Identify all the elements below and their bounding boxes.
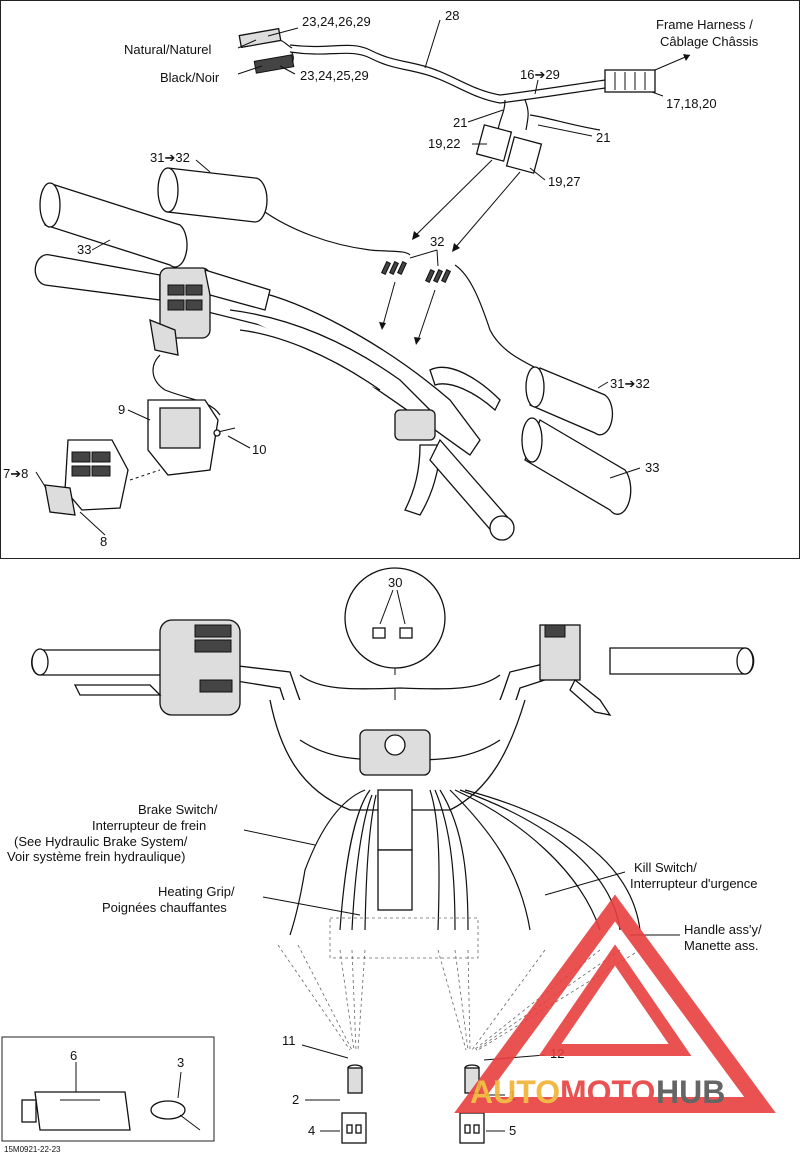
callout-33-right: 33 <box>645 460 659 475</box>
terminal-housing-2 <box>347 1064 363 1094</box>
callout-21-right: 21 <box>596 130 610 145</box>
grip-33-left <box>39 182 188 268</box>
connector-19-27 <box>505 136 543 174</box>
callout-9: 9 <box>118 402 125 417</box>
callout-8: 8 <box>100 534 107 549</box>
terminals-32-left <box>380 261 408 275</box>
connector-5 <box>459 1112 485 1144</box>
label-handle-2: Manette ass. <box>684 938 758 953</box>
callout-19-22: 19,22 <box>428 136 461 151</box>
callout-31-32-left: 31➔32 <box>150 150 190 165</box>
label-brake-1: Brake Switch/ <box>138 802 218 817</box>
callout-1: 1 <box>509 1088 516 1103</box>
callout-31-32-right: 31➔32 <box>610 376 650 391</box>
callout-3: 3 <box>177 1055 184 1070</box>
label-brake-3: (See Hydraulic Brake System/ <box>14 834 188 849</box>
harness-28 <box>289 44 606 96</box>
watermark-logo: AUTO MOTO HUB <box>454 894 776 1113</box>
label-kill-2: Interrupteur d'urgence <box>630 876 758 891</box>
callout-16-29: 16➔29 <box>520 67 560 82</box>
grip-33-right <box>521 417 632 515</box>
switch-housing-9 <box>147 399 219 476</box>
callout-21-left: 21 <box>453 115 467 130</box>
label-heat-2: Poignées chauffantes <box>102 900 227 915</box>
terminals-32-right <box>424 269 452 283</box>
callout-32: 32 <box>430 234 444 249</box>
label-frame-harness-1: Frame Harness / <box>656 17 753 32</box>
label-handle-1: Handle ass'y/ <box>684 922 762 937</box>
switch-housing-7-8 <box>44 439 129 516</box>
callout-5: 5 <box>509 1123 516 1138</box>
callout-28: 28 <box>445 8 459 23</box>
callout-4: 4 <box>308 1123 315 1138</box>
label-brake-2: Interrupteur de frein <box>92 818 206 833</box>
callout-7-8: 7➔8 <box>3 466 28 481</box>
figure-code: 15M0921-22-23 <box>4 1145 61 1154</box>
callout-6: 6 <box>70 1048 77 1063</box>
label-black: Black/Noir <box>160 70 220 85</box>
watermark-auto: AUTO <box>470 1074 560 1110</box>
detail-circle-30 <box>344 567 446 720</box>
handlebar-front-view <box>31 619 755 911</box>
grip-31-left <box>157 167 268 223</box>
grease-tube-6 <box>21 1091 131 1131</box>
screw-10 <box>213 427 236 437</box>
label-brake-4: Voir système frein hydraulique) <box>7 849 185 864</box>
callout-10: 10 <box>252 442 266 457</box>
label-heat-1: Heating Grip/ <box>158 884 235 899</box>
label-frame-harness-2: Câblage Châssis <box>660 34 759 49</box>
watermark-hub: HUB <box>656 1074 725 1110</box>
callout-11: 11 <box>282 1033 296 1048</box>
cable-tie-3 <box>150 1100 201 1131</box>
callout-19-27: 19,27 <box>548 174 581 189</box>
grip-31-right <box>525 366 614 436</box>
callout-23-24-25-29: 23,24,25,29 <box>300 68 369 83</box>
callout-33-left: 33 <box>77 242 91 257</box>
handlebar-assembly-top <box>34 254 515 541</box>
wire-bundles <box>289 789 641 936</box>
connector-19-22 <box>475 124 513 162</box>
watermark-moto: MOTO <box>560 1074 655 1110</box>
callout-2: 2 <box>292 1092 299 1107</box>
callout-23-24-26-29: 23,24,26,29 <box>302 14 371 29</box>
frame-harness-connector <box>604 69 656 93</box>
callout-17-18-20: 17,18,20 <box>666 96 717 111</box>
label-kill-1: Kill Switch/ <box>634 860 697 875</box>
callout-30: 30 <box>388 575 402 590</box>
connector-4 <box>341 1112 367 1144</box>
label-natural: Natural/Naturel <box>124 42 212 57</box>
